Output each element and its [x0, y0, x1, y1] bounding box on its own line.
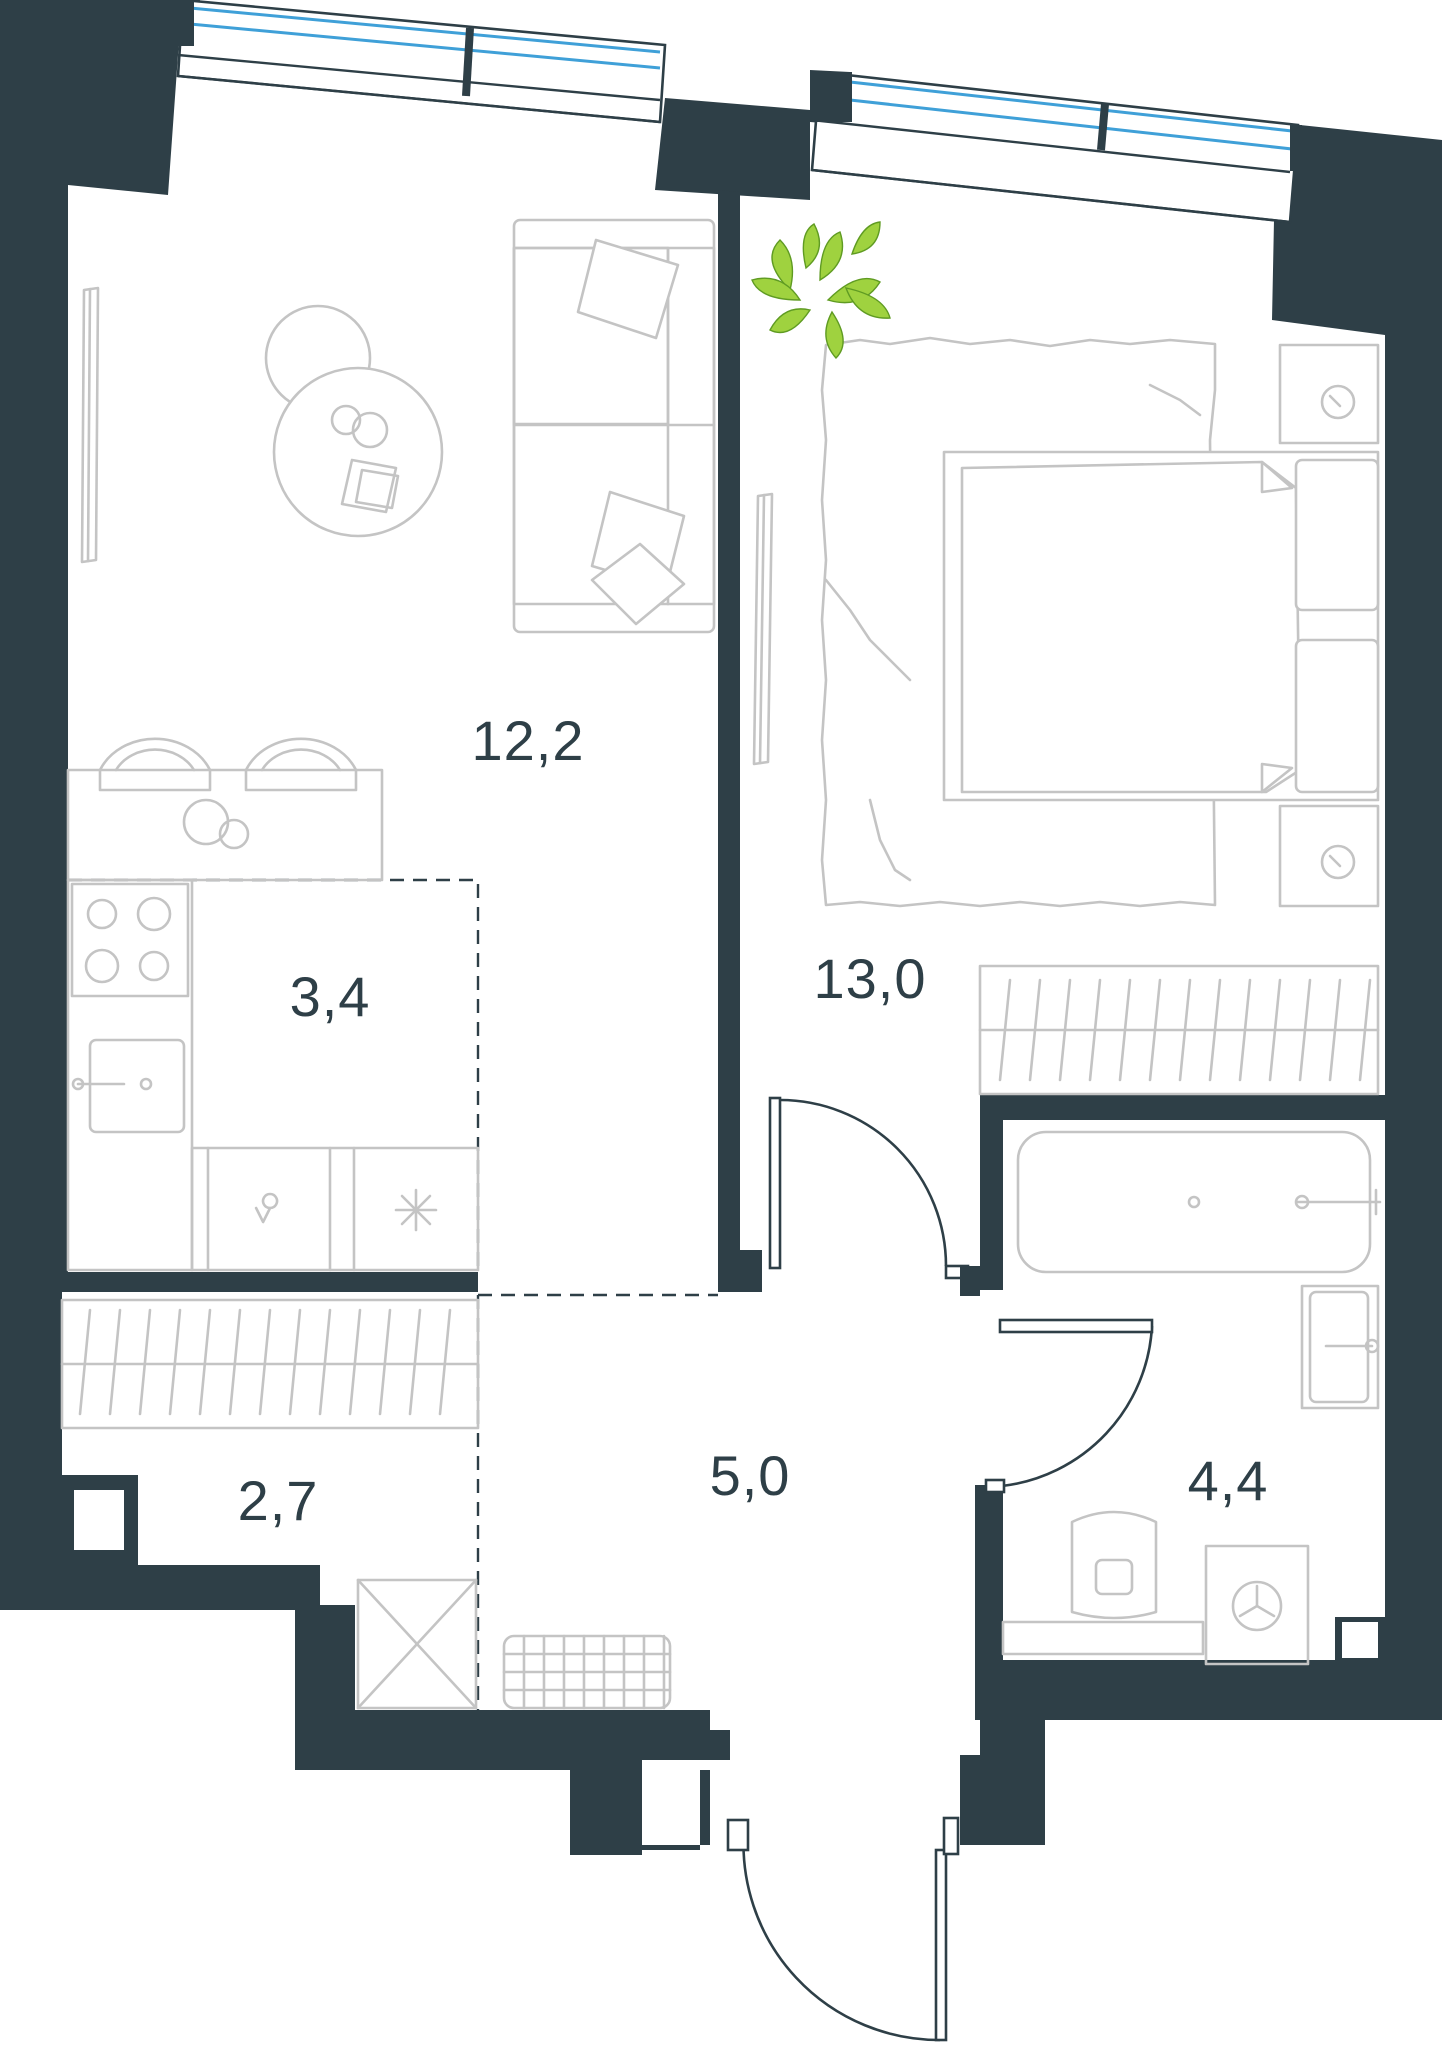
- shoe-rack: [356, 1578, 478, 1710]
- bedroom-tv-panel: [752, 492, 774, 766]
- bed: [942, 450, 1380, 802]
- kitchen-counter: [66, 878, 480, 1272]
- wardrobe-hall: [60, 1298, 480, 1430]
- wardrobe-bedroom: [978, 964, 1380, 1096]
- toilet: [1001, 1510, 1205, 1656]
- window-left: [176, 0, 667, 124]
- rug: [820, 336, 1217, 908]
- window-right: [810, 70, 1302, 224]
- washbasin: [1300, 1284, 1380, 1410]
- area-label-bathroom: 4,4: [1188, 1449, 1269, 1512]
- plant-icon: [751, 221, 891, 360]
- door-bedroom[interactable]: [768, 1096, 980, 1296]
- area-label-hall-storage: 2,7: [238, 1469, 319, 1532]
- walls: [0, 0, 1442, 1855]
- dining-chairs: [98, 737, 358, 792]
- nightstand-top: [1278, 343, 1380, 445]
- door-bathroom[interactable]: [984, 1318, 1154, 1494]
- washing-machine: [1204, 1544, 1310, 1666]
- area-label-living-kitchen: 12,2: [472, 709, 585, 772]
- dining-table: [66, 768, 384, 882]
- door-entrance[interactable]: [726, 1816, 960, 2042]
- area-label-kitchen: 3,4: [290, 965, 371, 1028]
- nightstand-bottom: [1278, 804, 1380, 908]
- bathtub: [1016, 1130, 1382, 1274]
- tv-panel: [80, 286, 100, 564]
- coffee-table: [264, 304, 444, 538]
- radiator: [502, 1634, 672, 1710]
- area-label-bedroom: 13,0: [814, 947, 927, 1010]
- sofa: [512, 218, 716, 634]
- area-label-hallway: 5,0: [710, 1444, 791, 1507]
